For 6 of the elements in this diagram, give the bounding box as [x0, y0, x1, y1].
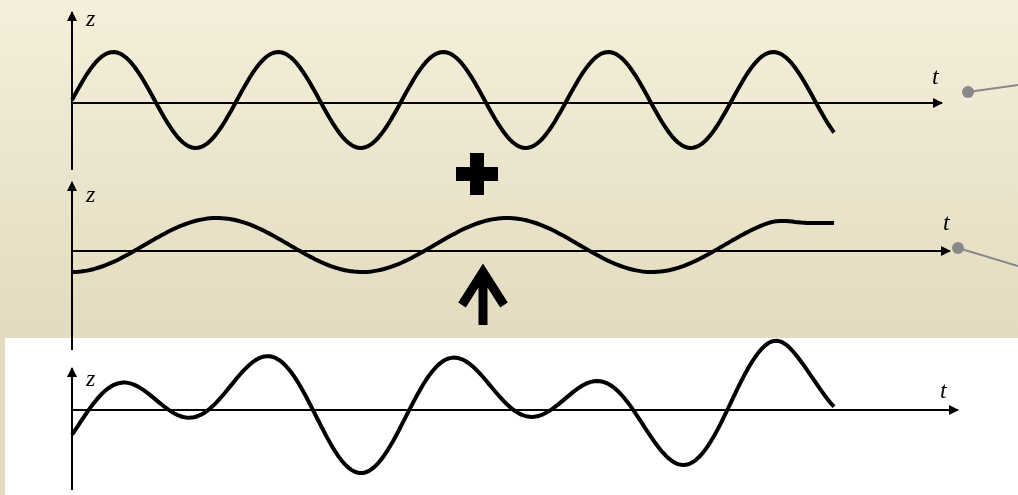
axis-label: z — [86, 182, 96, 206]
axis-label: z — [86, 366, 96, 390]
axis-label: t — [940, 378, 947, 402]
axis-label: t — [943, 210, 950, 234]
axis-label: t — [932, 64, 939, 88]
axis-label: z — [86, 6, 96, 30]
